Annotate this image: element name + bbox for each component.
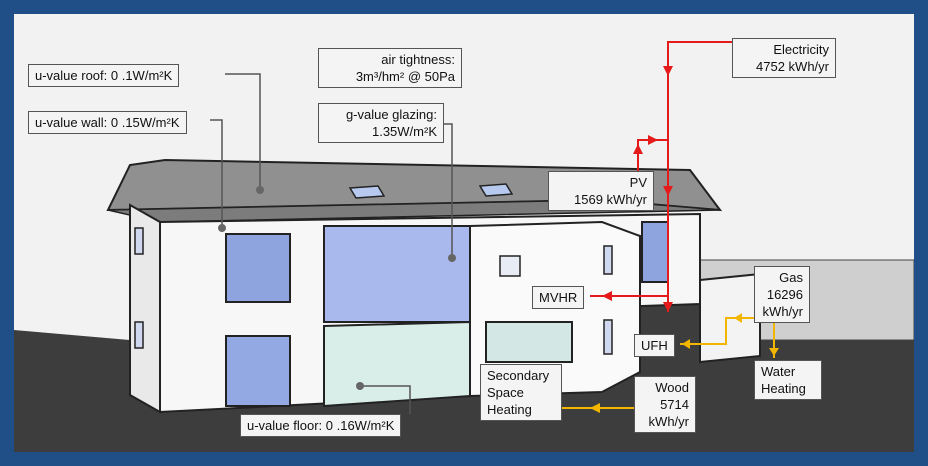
window-block-small bbox=[499, 255, 521, 277]
g-value-value: 1.35W/m²K bbox=[371, 124, 437, 139]
window-block-side bbox=[603, 245, 613, 275]
ufh-label: UFH bbox=[634, 334, 675, 357]
water-heating-label: Water Heating bbox=[754, 360, 822, 400]
electricity-value: 4752 kWh/yr bbox=[756, 59, 829, 74]
g-value-title: g-value glazing: bbox=[345, 107, 437, 122]
side-window bbox=[134, 321, 144, 349]
window-upper-left bbox=[225, 233, 291, 303]
electric-arrows bbox=[602, 66, 673, 312]
window-lower-glazing bbox=[323, 320, 471, 408]
air-tightness-value: 3m³/hm² @ 50Pa bbox=[355, 69, 455, 84]
secondary-line3: Heating bbox=[487, 402, 532, 417]
wood-title: Wood bbox=[655, 380, 689, 395]
window-lower-left bbox=[225, 335, 291, 407]
window-block-side bbox=[603, 319, 613, 355]
gas-label: Gas 16296 kWh/yr bbox=[754, 266, 810, 323]
leader-dot bbox=[218, 224, 226, 232]
electricity-label: Electricity 4752 kWh/yr bbox=[732, 38, 836, 78]
water-heating-line2: Heating bbox=[761, 381, 806, 396]
u-value-floor-label: u-value floor: 0 .16W/m²K bbox=[240, 414, 402, 437]
house-diagram: u-value roof: 0 .1W/m²K u-value wall: 0 … bbox=[14, 14, 914, 452]
window-upper-right bbox=[641, 221, 669, 283]
pv-label: PV 1569 kWh/yr bbox=[548, 171, 654, 211]
gas-title: Gas bbox=[779, 270, 803, 285]
air-tightness-title: air tightness: bbox=[381, 52, 455, 67]
wood-unit: kWh/yr bbox=[648, 414, 689, 429]
skylight bbox=[348, 185, 386, 199]
air-tightness-label: air tightness: 3m³/hm² @ 50Pa bbox=[318, 48, 462, 88]
mvhr-label: MVHR bbox=[532, 286, 585, 309]
gas-value: 16296 bbox=[766, 287, 803, 302]
secondary-line2: Space bbox=[487, 385, 524, 400]
window-upper-glazing bbox=[323, 225, 471, 323]
wood-value: 5714 bbox=[660, 397, 689, 412]
house-illustration bbox=[14, 41, 914, 452]
water-heating-line1: Water bbox=[761, 364, 796, 379]
skylight bbox=[478, 183, 514, 197]
secondary-line1: Secondary bbox=[487, 368, 550, 383]
u-value-wall-label: u-value wall: 0 .15W/m²K bbox=[28, 111, 187, 134]
leader-dot bbox=[256, 186, 264, 194]
leader-dot bbox=[356, 382, 364, 390]
pv-title: PV bbox=[629, 175, 647, 190]
leader-lines bbox=[210, 73, 453, 414]
secondary-heating-label: Secondary Space Heating bbox=[480, 364, 562, 421]
wood-label: Wood 5714 kWh/yr bbox=[634, 376, 696, 433]
leader-dot bbox=[448, 254, 456, 262]
u-value-roof-label: u-value roof: 0 .1W/m²K bbox=[28, 64, 180, 87]
window-block-lower bbox=[485, 321, 573, 363]
electricity-title: Electricity bbox=[773, 42, 829, 57]
pv-value: 1569 kWh/yr bbox=[574, 192, 647, 207]
g-value-glazing-label: g-value glazing: 1.35W/m²K bbox=[318, 103, 444, 143]
heat-arrows bbox=[590, 313, 779, 413]
side-window bbox=[134, 227, 144, 255]
gas-unit: kWh/yr bbox=[762, 304, 803, 319]
